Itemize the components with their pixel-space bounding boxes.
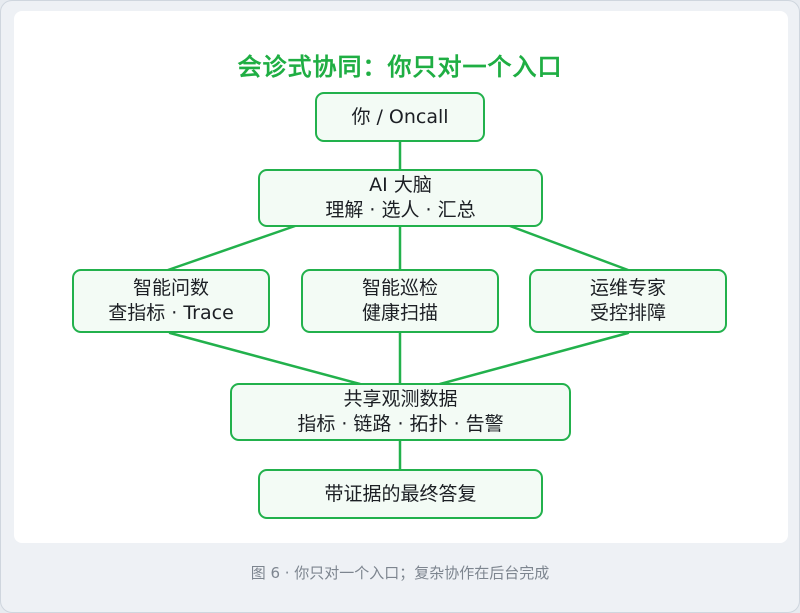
edge-brain-to-ops (508, 224, 630, 272)
node-final-answer-label: 带证据的最终答复 (324, 482, 477, 505)
node-ops-expert-subtitle: 受控排障 (589, 302, 666, 324)
node-ai-brain: AI 大脑 理解 · 选人 · 汇总 (258, 169, 543, 227)
node-ops-expert: 运维专家 受控排障 (529, 269, 727, 333)
node-shared-subtitle: 指标 · 链路 · 拓扑 · 告警 (297, 413, 504, 435)
edge-ops-to-shared (438, 331, 630, 386)
node-shared-observability: 共享观测数据 指标 · 链路 · 拓扑 · 告警 (230, 383, 571, 441)
node-ai-brain-title: AI 大脑 (369, 174, 432, 196)
node-shared-title: 共享观测数据 (343, 388, 458, 410)
figure-caption: 图 6 · 你只对一个入口；复杂协作在后台完成 (250, 564, 550, 582)
node-smart-patrol: 智能巡检 健康扫描 (301, 269, 499, 333)
node-smart-patrol-subtitle: 健康扫描 (361, 302, 438, 324)
node-final-answer: 带证据的最终答复 (258, 469, 543, 519)
node-smart-query-subtitle: 查指标 · Trace (108, 302, 234, 324)
node-smart-query-title: 智能问数 (132, 277, 209, 299)
node-ops-expert-title: 运维专家 (589, 277, 666, 299)
diagram-title: 会诊式协同：你只对一个入口 (237, 53, 563, 81)
node-user-label: 你 / Oncall (351, 105, 449, 128)
node-user-oncall: 你 / Oncall (315, 92, 485, 142)
node-smart-query: 智能问数 查指标 · Trace (72, 269, 270, 333)
node-ai-brain-subtitle: 理解 · 选人 · 汇总 (325, 199, 476, 221)
edge-qa-to-shared (168, 331, 362, 386)
edge-brain-to-qa (166, 224, 297, 272)
node-smart-patrol-title: 智能巡检 (361, 277, 438, 299)
